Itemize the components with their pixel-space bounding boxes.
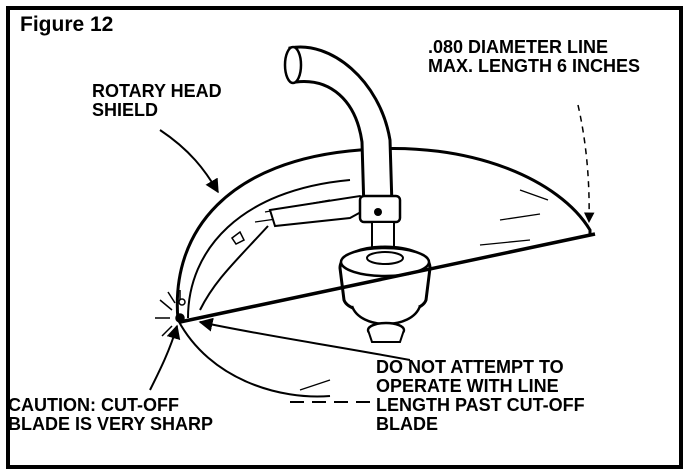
shield-bracket (268, 194, 374, 228)
drive-shaft-tube (288, 45, 394, 212)
warning-label: DO NOT ATTEMPT TO OPERATE WITH LINE LENG… (376, 357, 585, 434)
figure-title: Figure 12 (20, 13, 114, 36)
caution-label: CAUTION: CUT-OFF BLADE IS VERY SHARP (8, 395, 214, 434)
rotary-head-shield-label: ROTARY HEAD SHIELD (92, 81, 222, 120)
caution-label-arrow (149, 324, 181, 391)
line-spec-label: .080 DIAMETER LINE MAX. LENGTH 6 INCHES (428, 37, 641, 76)
shield-label-arrow (159, 129, 219, 194)
trimmer-line (179, 232, 596, 324)
cut-off-blade-spark (155, 290, 186, 337)
shaft-tube-end (283, 45, 303, 85)
shield-inner-edge (187, 179, 351, 319)
shield-lower-curve (177, 319, 331, 398)
line-label-arrow (577, 104, 595, 224)
bracket-arm (199, 225, 269, 311)
warning-label-arrow (198, 317, 411, 361)
rotary-head-shield (175, 146, 592, 321)
